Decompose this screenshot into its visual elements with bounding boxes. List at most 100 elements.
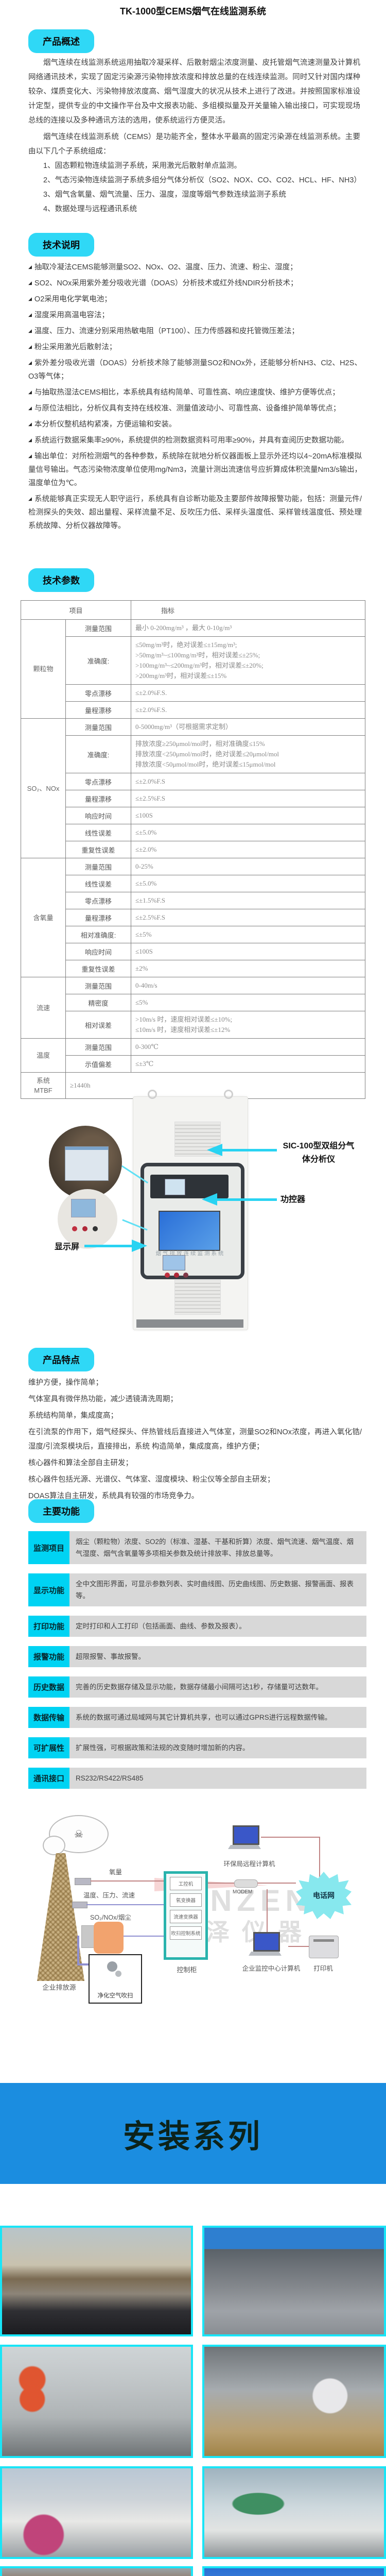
table-param-cell: 响应时间 bbox=[65, 807, 131, 824]
install-photo bbox=[202, 2466, 386, 2559]
function-label: 历史数据 bbox=[28, 1676, 69, 1698]
smoke-cloud-icon: ☠ bbox=[43, 1815, 109, 1855]
callout-line bbox=[84, 1245, 132, 1247]
table-param-cell: 测量范围 bbox=[65, 718, 131, 736]
paragraph: 烟气连续在线监测系统（CEMS）是功能齐全，整体水平最高的固定污染源在线监测系统… bbox=[28, 133, 360, 156]
table-row: 量程漂移≤±2.0%F.S. bbox=[21, 701, 365, 719]
col-header-item: 项目 bbox=[21, 600, 131, 620]
bullet-item: 粉尘采用激光后散射法； bbox=[28, 340, 362, 354]
inset-screen bbox=[71, 1198, 96, 1218]
function-value: 扩展性强，可根据政策和法规的改变随时增加新的内容。 bbox=[69, 1737, 366, 1758]
cabinet-item: 吹扫控制系统 bbox=[170, 1926, 202, 1940]
table-param-cell: 线性误差 bbox=[65, 824, 131, 841]
laptop-base bbox=[249, 1952, 282, 1956]
function-row: 监测项目 烟尘（颗粒物）浓度、SO2的（标准、湿基、干基和折算）浓度、烟气流速、… bbox=[28, 1531, 366, 1564]
table-value-cell: 排放浓度≥250μmol/mol时，相对准确度≤15% 排放浓度<250μmol… bbox=[131, 735, 365, 773]
table-param-cell: 量程漂移 bbox=[65, 790, 131, 807]
epb-computer-icon bbox=[228, 1825, 261, 1849]
table-group-cell: SO₂、NOx bbox=[21, 718, 66, 858]
table-param-cell: 重复性误差 bbox=[65, 960, 131, 977]
function-value: 完善的历史数据存储及显示功能，数据存储最小间隔可达1秒，存储量可达数年。 bbox=[69, 1676, 366, 1698]
bullet-item: 抽取冷凝法CEMS能够测量SO2、NOx、O2、温度、压力、流速、粉尘、湿度； bbox=[28, 260, 362, 274]
lifting-eye-icon bbox=[224, 1090, 233, 1099]
table-param-cell: 精密度 bbox=[65, 994, 131, 1011]
display-screen bbox=[163, 1255, 185, 1270]
page-title: TK-1000型CEMS烟气在线监测系统 bbox=[119, 6, 267, 16]
cabinet-window bbox=[141, 1163, 244, 1279]
connector-line bbox=[257, 1883, 296, 1884]
function-row: 显示功能 全中文图形界面，可显示参数列表、实时曲线图、历史曲线图、历史数据、报警… bbox=[28, 1573, 366, 1606]
function-row: 通讯接口 RS232/RS422/RS485 bbox=[28, 1768, 366, 1789]
table-param-cell: 响应时间 bbox=[65, 943, 131, 960]
label-oxygen: 氧量 bbox=[109, 1869, 122, 1876]
function-label: 可扩展性 bbox=[28, 1737, 69, 1758]
table-param-cell: 相对误差 bbox=[65, 1011, 131, 1039]
install-photo bbox=[202, 2345, 386, 2458]
table-param-cell: 零点漂移 bbox=[65, 684, 131, 702]
bullet-item: 紫外差分吸收光谱（DOAS）分析技术除了能够测量SO2和NOx外，还能够分析NH… bbox=[28, 356, 362, 383]
cems-cabinet-image: 烟气排放连续监测系统 bbox=[133, 1090, 248, 1330]
table-param-cell: 准确度: bbox=[65, 636, 131, 685]
table-param-cell: 测量范围 bbox=[65, 977, 131, 994]
table-param-cell: 线性误差 bbox=[65, 875, 131, 892]
table-value-cell: ≥1440h bbox=[65, 1072, 365, 1099]
install-series-banner: 安装系列 bbox=[0, 2083, 386, 2184]
feature-item: 核心器件和算法全部自主研发； bbox=[28, 1459, 133, 1467]
install-photo bbox=[0, 2226, 193, 2336]
inset-buttons bbox=[72, 1226, 77, 1231]
function-label: 通讯接口 bbox=[28, 1768, 69, 1789]
system-diagram: SINZEN 新泽仪器 ☠ 企业排放源 氧量 温度、压力、流速 SO₂/NOx/… bbox=[0, 1806, 386, 2058]
list-item: 2、气态污染物连续监测子系统多组分气体分析仪（SO2、NOX、CO、CO2、HC… bbox=[43, 176, 361, 184]
install-photo bbox=[0, 2466, 193, 2559]
table-value-cell: ≤±1.5%F.S bbox=[131, 892, 365, 909]
table-param-cell: 量程漂移 bbox=[65, 909, 131, 926]
section-header-tech-notes: 技术说明 bbox=[28, 233, 94, 257]
section-header-tech-params: 技术参数 bbox=[28, 568, 94, 592]
table-row: 零点漂移≤±2.0%F.S. bbox=[21, 684, 365, 702]
bullet-item: 本分析仪整机结构紧凑，方便运输和安装。 bbox=[28, 417, 362, 431]
connector-line bbox=[124, 1936, 164, 1937]
table-row: 颗粒物测量范围最小 0-200mg/m³ ，最大 0-10g/m³ bbox=[21, 619, 365, 719]
table-row: 重复性误差≤±2.0% bbox=[21, 841, 365, 858]
callout-line bbox=[221, 1149, 277, 1151]
callout-line bbox=[216, 1198, 277, 1201]
table-row: 准确度:排放浓度≥250μmol/mol时，相对准确度≤15% 排放浓度<250… bbox=[21, 735, 365, 773]
table-row: 量程漂移≤±2.5%F.S bbox=[21, 790, 365, 807]
table-row: 响应时间≤100S bbox=[21, 943, 365, 960]
arrow-left-icon bbox=[202, 1193, 217, 1206]
label-phone-network: 电话网 bbox=[313, 1891, 335, 1900]
feature-item: 核心器件包括光源、光谱仪、气体室、湿度模块、粉尘仪等全部自主研发； bbox=[28, 1476, 275, 1484]
feature-item: 系统结构简单，集成度高； bbox=[28, 1412, 118, 1420]
table-value-cell: ≤±5% bbox=[131, 926, 365, 943]
cabinet-item: 流速变换器 bbox=[170, 1910, 202, 1923]
annotation-analyzer: SIC-100型双组分气体分析仪 bbox=[283, 1142, 355, 1164]
table-value-cell: ≤±2.0%F.S. bbox=[131, 701, 365, 719]
tech-notes-list: 抽取冷凝法CEMS能够测量SO2、NOx、O2、温度、压力、流速、粉尘、湿度；S… bbox=[28, 260, 362, 535]
table-value-cell: 0-5000mg/m³（可根据需求定制） bbox=[131, 718, 365, 736]
table-value-cell: ≤100S bbox=[131, 943, 365, 960]
features-items: 维护方便，操作简单；气体室具有微伴热功能，减少透镜清洗周期；系统结构简单，集成度… bbox=[28, 1376, 362, 1503]
modem-icon bbox=[234, 1879, 258, 1888]
table-row: 线性误差≤±5.0% bbox=[21, 824, 365, 841]
cabinet-nameplate: 烟气排放连续监测系统 bbox=[155, 1250, 225, 1257]
table-row: 零点漂移≤±2.0%F.S bbox=[21, 773, 365, 790]
label-epb-computer: 环保局远程计算机 bbox=[223, 1860, 275, 1868]
function-value: RS232/RS422/RS485 bbox=[69, 1768, 366, 1789]
annotation-controller: 功控器 bbox=[280, 1195, 306, 1204]
watermark-cn: 新泽仪器 bbox=[170, 1919, 314, 1945]
table-param-cell: 测量范围 bbox=[65, 619, 131, 637]
install-photo bbox=[0, 2566, 193, 2576]
function-row: 报警功能 超限报警、事故报警。 bbox=[28, 1646, 366, 1667]
connector-line bbox=[267, 1889, 268, 1933]
list-item: 3、烟气含氧量、烟气流量、压力、温度，湿度等烟气参数连续监测子系统 bbox=[43, 191, 287, 199]
printer-icon bbox=[309, 1936, 339, 1958]
connector-line bbox=[86, 1904, 164, 1905]
label-modem: MODEM bbox=[233, 1889, 253, 1895]
table-value-cell: ≤±5.0% bbox=[131, 875, 365, 892]
monitor-center-computer-icon bbox=[249, 1932, 282, 1956]
function-row: 历史数据 完善的历史数据存储及显示功能，数据存储最小间隔可达1秒，存储量可达数年… bbox=[28, 1676, 366, 1698]
bullet-item: 湿度采用高温电容法； bbox=[28, 308, 362, 322]
bullet-item: 与抽取热湿法CEMS相比，本系统具有结构简单、可靠性高、响应速度快、维护方便等优… bbox=[28, 385, 362, 399]
